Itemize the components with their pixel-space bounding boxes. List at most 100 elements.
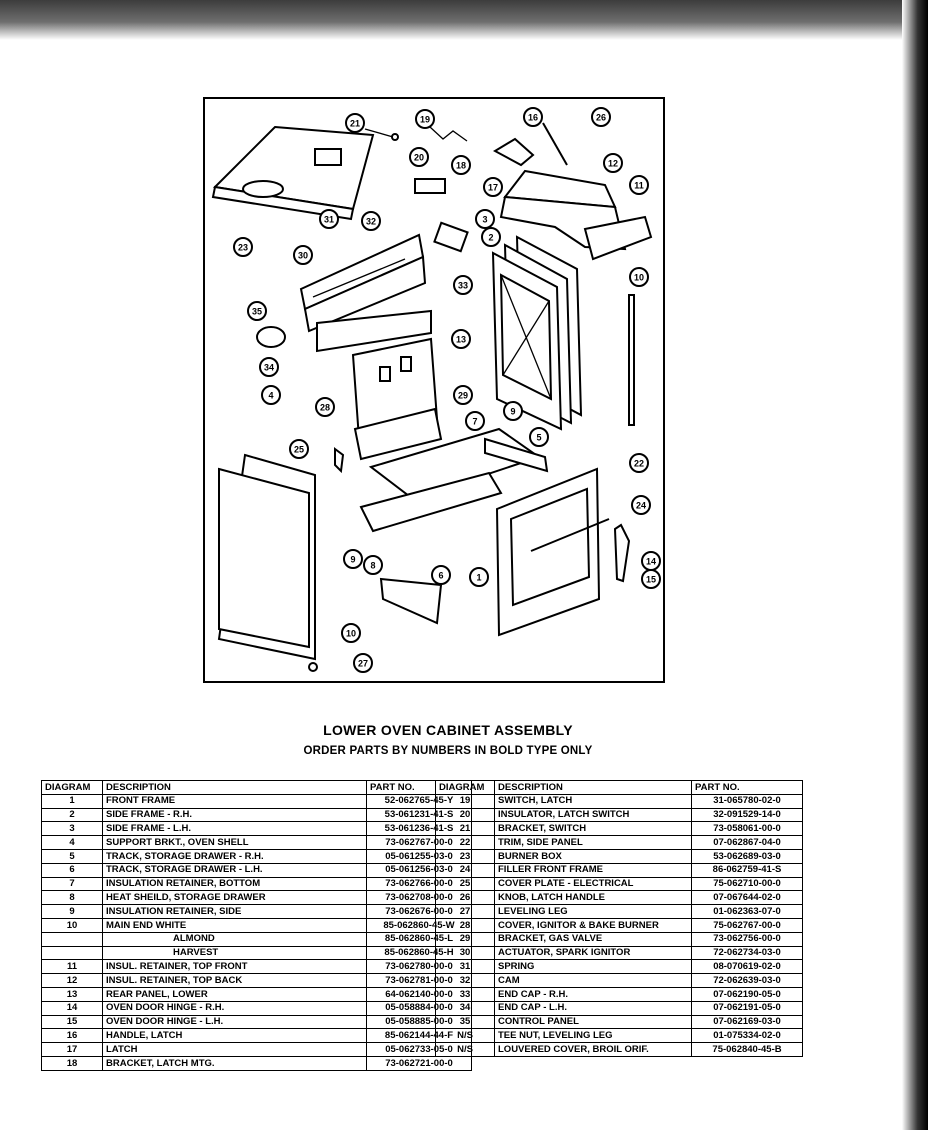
cell-part-no: 01-062363-07-0 (691, 904, 803, 919)
callout-circle (603, 153, 623, 173)
page-title: LOWER OVEN CABINET ASSEMBLY (323, 722, 573, 738)
callout-bubble: 34 (259, 357, 279, 377)
callout-label: 31 (324, 215, 334, 225)
callout-label: 25 (294, 445, 304, 455)
cell-part-no: 72-062639-03-0 (691, 973, 803, 988)
cell-diagram: 7 (41, 876, 103, 892)
cell-part-no: 86-062759-41-S (691, 862, 803, 878)
cell-description: BRACKET, SWITCH (494, 821, 692, 837)
callout-label: 26 (596, 113, 606, 123)
callout-circle (503, 401, 523, 421)
cell-diagram: 3 (41, 821, 103, 837)
callout-label: 28 (320, 403, 330, 413)
cell-diagram: 5 (41, 848, 103, 864)
cell-description: HANDLE, LATCH (102, 1028, 367, 1044)
cell-diagram: 18 (41, 1055, 103, 1071)
cell-diagram: N/S (435, 1042, 495, 1057)
cell-diagram: N/S (435, 1028, 495, 1044)
callout-label: 10 (634, 273, 644, 283)
cell-diagram: 13 (41, 986, 103, 1002)
callout-label: 21 (350, 119, 360, 129)
cell-diagram: 21 (435, 821, 495, 837)
callout-circle (629, 453, 649, 473)
cell-part-no: 07-062867-04-0 (691, 835, 803, 850)
callout-bubble: 7 (465, 411, 485, 431)
callout-bubble: 22 (629, 453, 649, 473)
callout-label: 12 (608, 159, 618, 169)
callout-label: 4 (268, 391, 273, 401)
table-header-row: DIAGRAM DESCRIPTION PART NO. (435, 780, 803, 795)
header-description: DESCRIPTION (494, 780, 692, 795)
callout-circle (233, 237, 253, 257)
callout-circle (261, 385, 281, 405)
part-front-frame (379, 467, 631, 637)
callout-circle (353, 653, 373, 673)
callout-label: 29 (458, 391, 468, 401)
callout-label: 1 (476, 573, 481, 583)
header-description: DESCRIPTION (102, 780, 367, 795)
cell-description: FRONT FRAME (102, 793, 367, 809)
cell-part-no: 07-062191-05-0 (691, 1000, 803, 1016)
callout-circle (259, 357, 279, 377)
callout-label: 18 (456, 161, 466, 171)
cell-diagram: 31 (435, 959, 495, 975)
callout-circle (451, 155, 471, 175)
callout-bubble: 35 (247, 301, 267, 321)
cell-diagram: 4 (41, 835, 103, 850)
cell-part-no: 08-070619-02-0 (691, 959, 803, 975)
cell-part-no: 07-062169-03-0 (691, 1014, 803, 1030)
cell-description: REAR PANEL, LOWER (102, 986, 367, 1002)
callout-label: 7 (472, 417, 477, 427)
cell-description: SPRING (494, 959, 692, 975)
callout-label: 34 (264, 363, 274, 373)
callout-label: 3 (482, 215, 487, 225)
cell-description: TRACK, STORAGE DRAWER - L.H. (102, 862, 367, 878)
part-bottom-retainers (353, 407, 549, 533)
callout-circle (481, 227, 501, 247)
cell-diagram: 27 (435, 904, 495, 919)
callout-bubble: 28 (315, 397, 335, 417)
cell-description: LEVELING LEG (494, 904, 692, 919)
callout-bubble: 29 (453, 385, 473, 405)
callout-label: 6 (438, 571, 443, 581)
callout-bubble: 10 (629, 267, 649, 287)
callout-bubble: 32 (361, 211, 381, 231)
callout-bubble: 33 (453, 275, 473, 295)
table-header-row: DIAGRAM DESCRIPTION PART NO. (41, 780, 472, 795)
callout-label: 19 (420, 115, 430, 125)
callout-circle (453, 275, 473, 295)
callout-label: 20 (414, 153, 424, 163)
cell-diagram: 10 (41, 917, 103, 933)
cell-diagram: 30 (435, 945, 495, 961)
cell-diagram: 20 (435, 807, 495, 823)
cell-part-no: 73-062756-00-0 (691, 931, 803, 947)
callout-bubble: 11 (629, 175, 649, 195)
callout-bubble: 3 (475, 209, 495, 229)
cell-description: INSUL. RETAINER, TOP FRONT (102, 959, 367, 975)
cell-description: ACTUATOR, SPARK IGNITOR (494, 945, 692, 961)
cell-part-no: 07-062190-05-0 (691, 986, 803, 1002)
callout-bubble: 23 (233, 237, 253, 257)
